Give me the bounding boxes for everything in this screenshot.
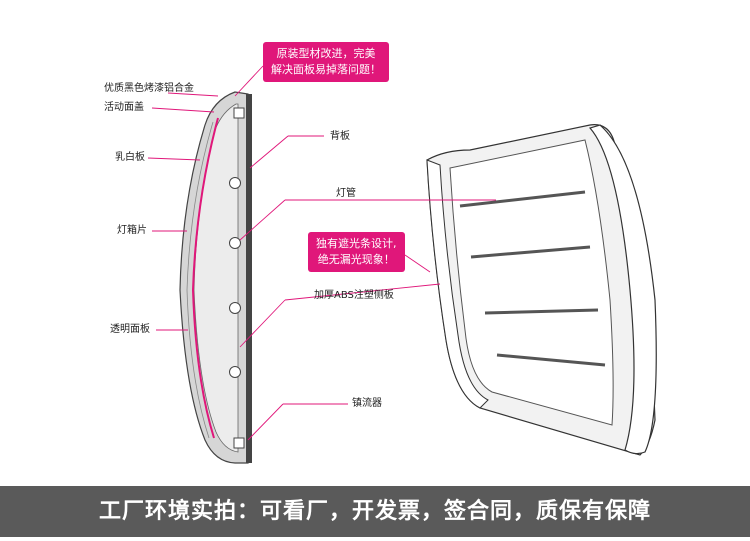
leader-lines <box>147 65 496 441</box>
label-milky: 乳白板 <box>115 152 145 163</box>
tube-line-3 <box>484 308 599 315</box>
leader-ballast <box>247 403 284 441</box>
label-transparent: 透明面板 <box>110 324 150 335</box>
leader-back <box>249 135 289 169</box>
label-tube: 灯管 <box>336 188 356 199</box>
tube-holder-3 <box>229 302 241 314</box>
frame-front-face <box>588 124 657 455</box>
footer-banner: 工厂环境实拍：可看厂，开发票，签合同，质保有保障 <box>0 486 750 537</box>
tube-line-1 <box>459 190 586 208</box>
callout-top-line1: 原装型材改进，完美 <box>276 47 376 60</box>
side-profile <box>179 91 252 464</box>
tube-holder-4 <box>229 366 241 378</box>
tube-line-4 <box>496 353 606 367</box>
leader-tube <box>239 199 286 241</box>
leader-aluminum <box>167 92 219 97</box>
leader-abs <box>239 299 286 348</box>
leader-milky <box>147 157 201 161</box>
label-ballast: 镇流器 <box>352 398 382 409</box>
end-cap-bottom <box>233 437 245 449</box>
end-cap-top <box>233 107 245 119</box>
label-aluminum: 优质黑色烤漆铝合金 <box>104 83 194 94</box>
back-plate <box>246 94 252 463</box>
callout-top-line2: 解决面板易掉落问题！ <box>271 63 381 76</box>
tube-holder-1 <box>229 177 241 189</box>
leader-abs-h <box>284 283 441 301</box>
label-lightbox: 灯箱片 <box>117 225 147 236</box>
transparent-panel-stripe <box>186 121 214 439</box>
leader-callout-top <box>234 65 264 97</box>
callout-mid-line2: 绝无漏光现象！ <box>317 253 395 266</box>
callout-mid: 独有遮光条设计, 绝无漏光现象！ <box>308 232 405 272</box>
side-rim <box>426 159 489 409</box>
leader-cover <box>151 107 215 113</box>
perspective-view <box>426 124 657 456</box>
leader-callout-mid <box>404 254 431 273</box>
tube-line-2 <box>470 245 591 259</box>
milky-panel-stripe <box>191 117 219 439</box>
tube-holder-2 <box>229 237 241 249</box>
frame-inner <box>449 139 614 426</box>
label-abs: 加厚ABS注塑侧板 <box>314 290 394 301</box>
label-cover: 活动面盖 <box>104 102 144 113</box>
label-back: 背板 <box>330 131 350 142</box>
callout-mid-line1: 独有遮光条设计, <box>316 237 397 250</box>
callout-top: 原装型材改进，完美 解决面板易掉落问题！ <box>263 42 389 82</box>
